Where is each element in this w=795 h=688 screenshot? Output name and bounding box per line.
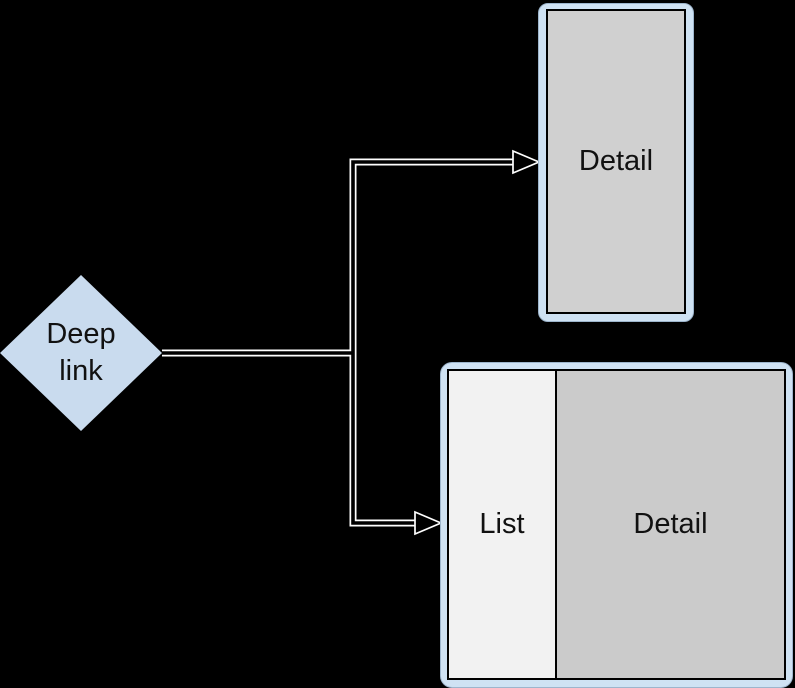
arrowhead-to-phone-icon bbox=[512, 149, 542, 175]
tablet-detail-pane: Detail bbox=[557, 371, 784, 678]
tablet-frame: List Detail bbox=[440, 362, 793, 688]
tablet-list-detail-screen: List Detail bbox=[447, 369, 786, 680]
connector-core bbox=[162, 160, 514, 525]
phone-detail-label: Detail bbox=[578, 145, 654, 177]
arrowhead-to-tablet-icon bbox=[414, 510, 444, 536]
phone-frame: Detail bbox=[538, 3, 694, 322]
tablet-detail-label: Detail bbox=[633, 508, 708, 540]
tablet-list-pane: List bbox=[449, 371, 557, 678]
tablet-list-label: List bbox=[479, 508, 525, 540]
deep-link-label-line2: link bbox=[59, 355, 103, 387]
deep-link-label-line1: Deep bbox=[46, 318, 116, 350]
phone-detail-screen: Detail bbox=[546, 9, 686, 314]
